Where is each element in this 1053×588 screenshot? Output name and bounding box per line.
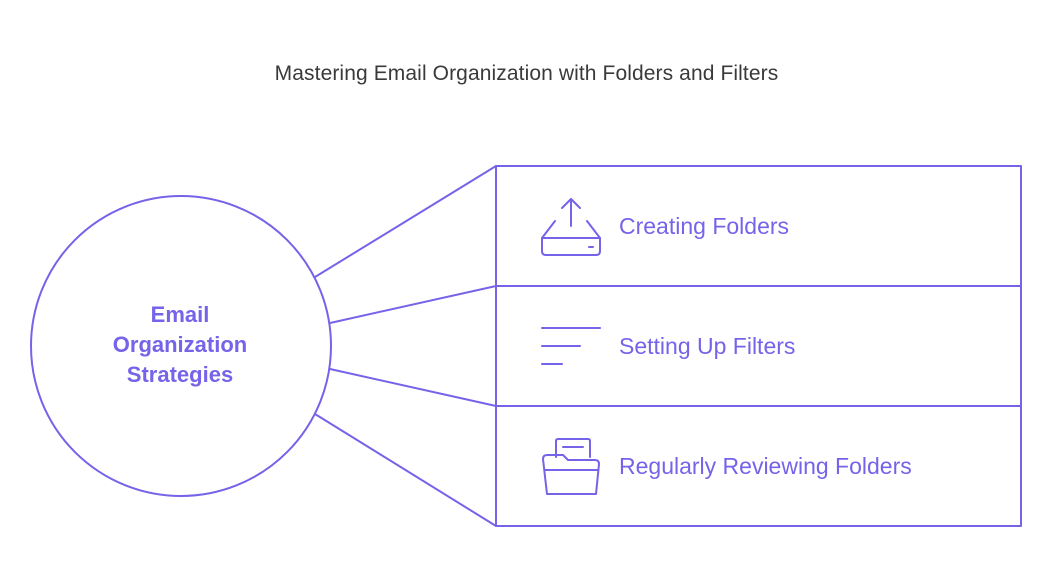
filter-lines-icon (541, 327, 601, 365)
tray-upload-icon (541, 198, 601, 256)
hub-label-line-3: Strategies (126, 362, 234, 387)
item-label-setting-up-filters: Setting Up Filters (619, 333, 796, 359)
hub-label-line-1: Email (150, 302, 210, 327)
item-label-creating-folders: Creating Folders (619, 213, 790, 239)
connector-1 (314, 165, 497, 278)
connector-3 (329, 368, 497, 407)
item-box-3 (495, 405, 1022, 527)
hub-label: Email Organization Strategies (82, 300, 278, 390)
hub-circle (30, 195, 332, 497)
connector-4 (314, 413, 497, 527)
open-folder-document-icon (542, 438, 600, 495)
item-label-regularly-reviewing-folders: Regularly Reviewing Folders (619, 453, 912, 479)
hub-label-line-2: Organization (112, 332, 248, 357)
connector-2 (329, 285, 497, 324)
diagram-title: Mastering Email Organization with Folder… (274, 62, 779, 85)
